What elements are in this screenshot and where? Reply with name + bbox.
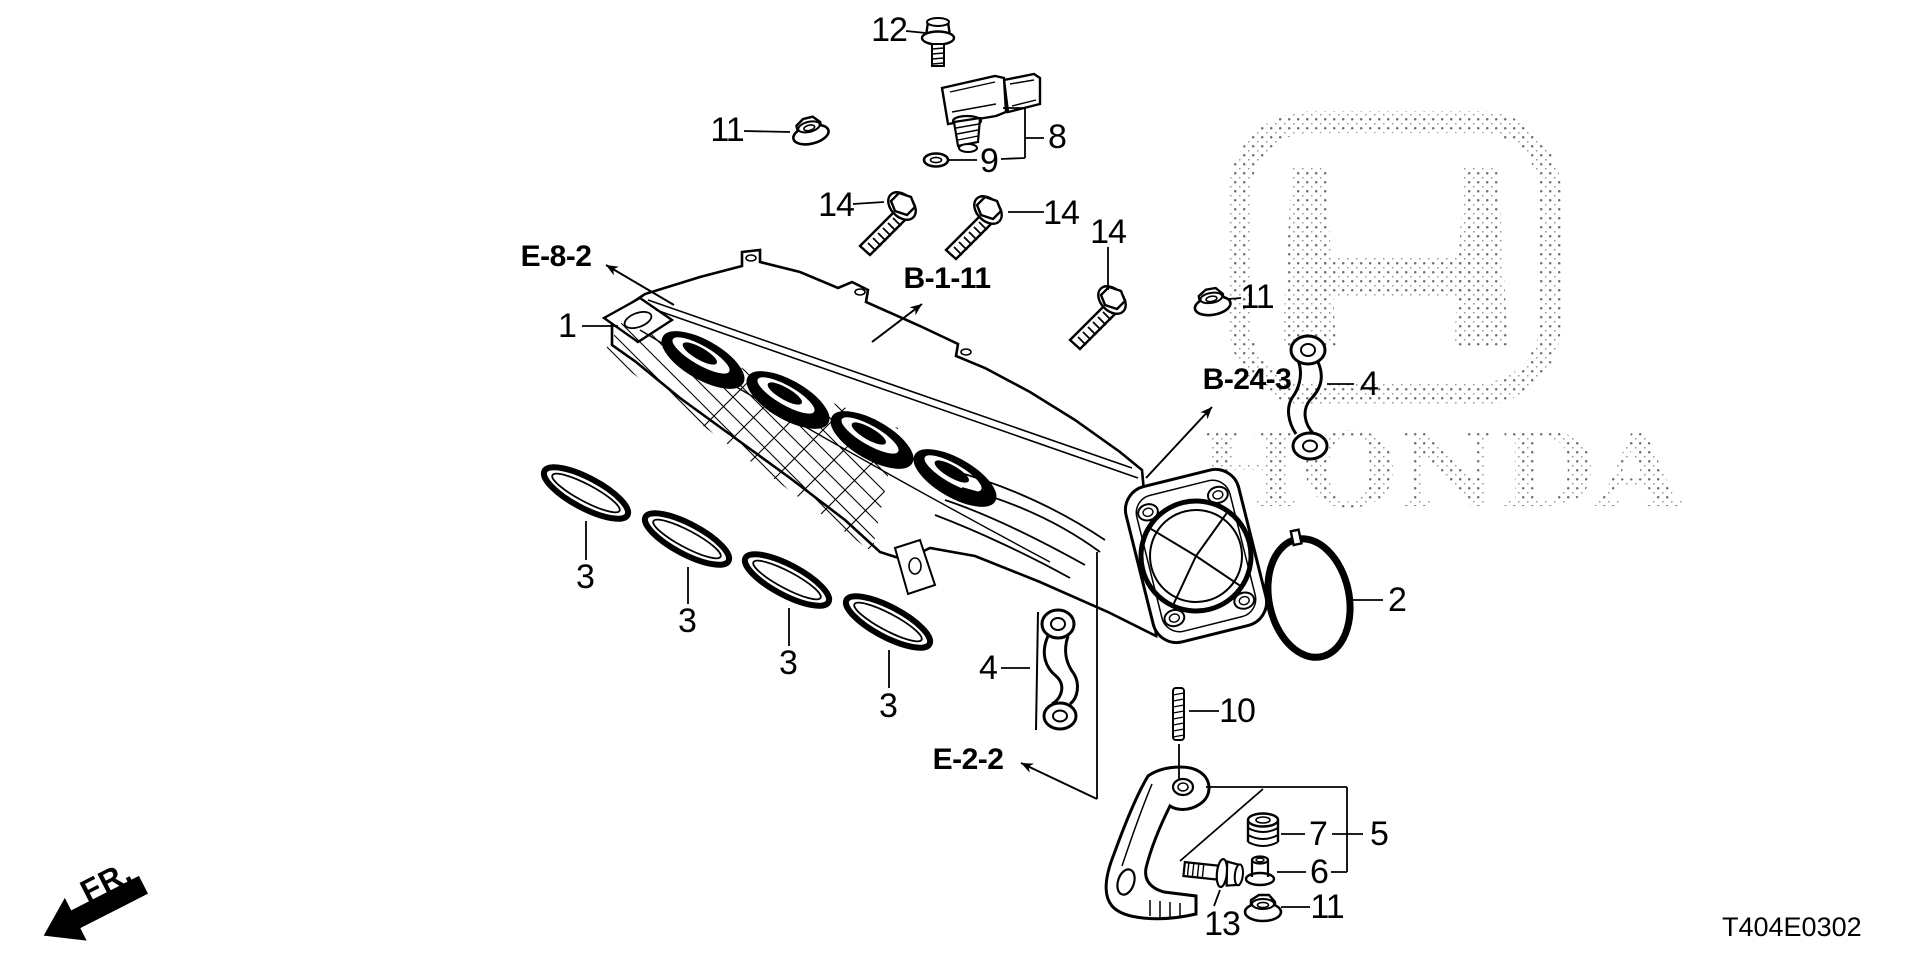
honda-logo-watermark [1229,111,1561,405]
callout-14-a[interactable]: 14 [818,186,855,224]
bolt-14-drawing-1 [858,185,923,257]
flange-nut-11-drawing-a [788,112,832,150]
throttle-flange-drawing [1123,467,1269,645]
grommet-7-drawing [1246,812,1280,847]
diagram-code: T404E0302 [1722,912,1862,942]
callout-11-c[interactable]: 11 [1310,888,1344,926]
port-seal-drawing-2 [638,504,735,575]
ref-label-b-1-11[interactable]: B-1-11 [903,262,991,295]
bolt-13-drawing [1182,858,1244,889]
callout-6[interactable]: 6 [1310,853,1329,891]
fr-arrow [43,875,149,941]
ref-label-e-8-2[interactable]: E-8-2 [520,240,592,273]
reference-arrows [605,264,1213,800]
callout-3-a[interactable]: 3 [576,558,595,596]
ref-label-b-24-3[interactable]: B-24-3 [1202,363,1292,396]
callout-14-b[interactable]: 14 [1043,194,1080,232]
callout-1[interactable]: 1 [558,307,577,345]
callout-5[interactable]: 5 [1370,815,1389,853]
honda-text-watermark: HONDA [1196,411,1684,531]
callout-11-a[interactable]: 11 [710,111,744,149]
callout-3-b[interactable]: 3 [678,602,697,640]
washer-9-drawing [922,152,950,168]
callout-14-c[interactable]: 14 [1090,213,1127,251]
callout-3-c[interactable]: 3 [779,644,798,682]
bolt-12-drawing [920,17,956,67]
callout-10[interactable]: 10 [1219,692,1256,730]
callout-8[interactable]: 8 [1048,118,1067,156]
leader-lines [582,30,1383,908]
bolt-14-drawing-2 [944,189,1009,261]
map-sensor-drawing [940,72,1042,153]
port-seal-drawing-1 [537,458,634,529]
harness-bracket-upper-drawing [1287,334,1329,461]
harness-bracket-lower-drawing [1035,608,1079,731]
port-seal-drawing-4 [839,587,936,658]
flange-nut-11-drawing-b [1190,284,1234,320]
stud-10-drawing [1172,687,1185,741]
ref-label-e-2-2[interactable]: E-2-2 [932,743,1004,776]
collar-6-drawing [1244,855,1276,887]
bolt-14-drawing-3 [1068,279,1133,351]
flange-nut-11-drawing-c [1243,893,1283,923]
throttle-o-ring-drawing [1264,528,1354,661]
callout-7[interactable]: 7 [1309,815,1328,853]
callout-4-b[interactable]: 4 [979,649,998,687]
callout-11-b[interactable]: 11 [1240,278,1274,316]
callout-12[interactable]: 12 [871,11,908,49]
callout-9[interactable]: 9 [980,142,999,180]
callout-2[interactable]: 2 [1388,581,1407,619]
port-seal-drawing-3 [738,545,835,616]
callout-3-d[interactable]: 3 [879,687,898,725]
intake-manifold-drawing [601,248,1269,645]
runner-port-openings [661,331,997,507]
callout-4-a[interactable]: 4 [1360,365,1379,403]
mount-stay-drawing [1104,765,1211,921]
callout-13[interactable]: 13 [1204,905,1241,943]
